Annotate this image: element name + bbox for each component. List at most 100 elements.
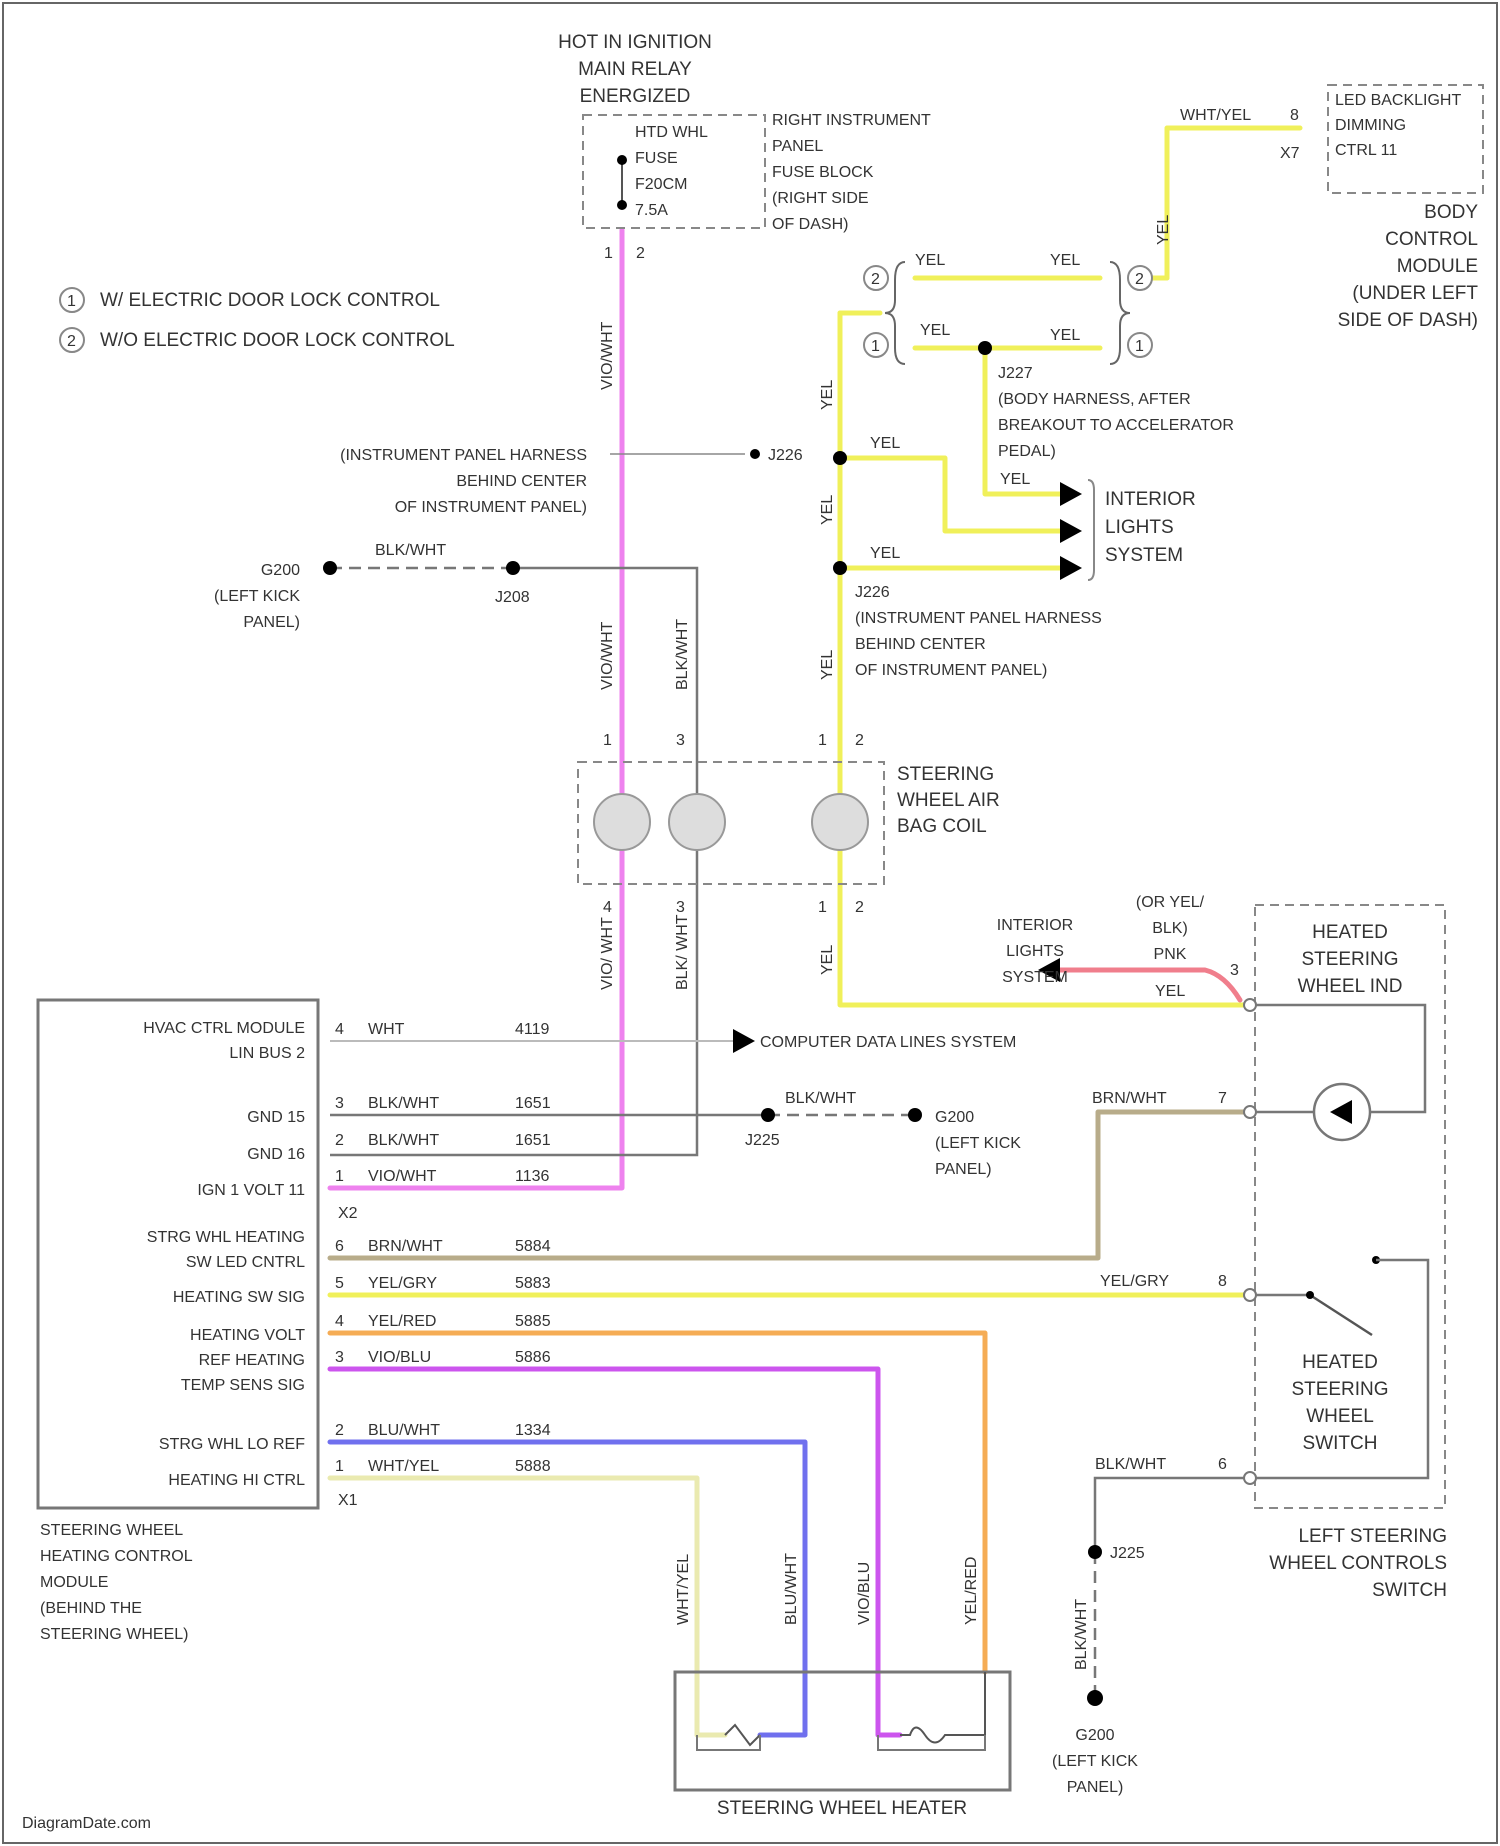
g200-top-3: PANEL) (243, 614, 300, 631)
opt-num-2a: 2 (871, 271, 880, 288)
wire-pnk (1060, 970, 1240, 1000)
module-pin-wire: VIO/BLU (368, 1349, 431, 1366)
coil-label-3: BAG COIL (897, 816, 987, 837)
module-pin-circuit: 1334 (515, 1422, 551, 1439)
bcm-conn: X7 (1280, 145, 1300, 162)
wire-yel-red (330, 1333, 985, 1672)
vlabel-yel-4: YEL (819, 945, 836, 975)
switch-pin7: 7 (1218, 1090, 1227, 1107)
vlabel-yel-1: YEL (819, 380, 836, 410)
j225-mid-label: J225 (745, 1132, 780, 1149)
g200-bot-2: (LEFT KICK (1052, 1753, 1138, 1770)
splice-j227 (978, 341, 992, 355)
vlabel-vio-wht-bot: VIO/ WHT (599, 917, 616, 990)
j226-label-3: BEHIND CENTER (855, 636, 986, 653)
fuse-label-2: FUSE (635, 150, 678, 167)
legend-text-2: W/O ELECTRIC DOOR LOCK CONTROL (100, 330, 455, 351)
g200-mid-wire: BLK/WHT (785, 1090, 856, 1107)
module-pin-num: 1 (335, 1458, 344, 1475)
switch-pivot (1306, 1291, 1314, 1299)
fuse-block-label-5: OF DASH) (772, 216, 848, 233)
interior-lights-1: INTERIOR (1105, 489, 1196, 510)
ip-harness-ref-dot (750, 449, 760, 459)
module-pin-wire: BRN/WHT (368, 1238, 443, 1255)
fuse-block-label-1: RIGHT INSTRUMENT (772, 112, 931, 129)
vlabel-blk-wht-gnd: BLK/WHT (1073, 1599, 1090, 1670)
wire-wht-yel (330, 1478, 725, 1735)
fuse-block-label-3: FUSE BLOCK (772, 164, 874, 181)
bcm-box-2: DIMMING (1335, 117, 1406, 134)
mod-name-3: IGN 1 VOLT 11 (197, 1182, 305, 1199)
ip-harness-2: BEHIND CENTER (456, 473, 587, 490)
fuse-pin-1: 1 (604, 245, 613, 262)
ip-harness-1: (INSTRUMENT PANEL HARNESS (340, 447, 587, 464)
module-pin-circuit: 5884 (515, 1238, 551, 1255)
fuse-pin-2: 2 (636, 245, 645, 262)
arrow-interior-3 (1060, 556, 1082, 580)
bcm-label-5: SIDE OF DASH) (1338, 310, 1478, 331)
module-pin-wire: YEL/GRY (368, 1275, 437, 1292)
vlabel-wht-yel: WHT/YEL (675, 1554, 692, 1625)
j227-label-1: J227 (998, 365, 1033, 382)
module-x2: X2 (338, 1205, 358, 1222)
interior-lights-3: SYSTEM (1105, 545, 1183, 566)
legend-num-1: 1 (67, 293, 76, 310)
coil-contact-1 (594, 794, 650, 850)
mod-name-7: TEMP SENS SIG (181, 1377, 305, 1394)
ground-g200-top (323, 561, 337, 575)
module-pin-circuit: 4119 (515, 1021, 550, 1038)
interior-lights-2: LIGHTS (1105, 517, 1174, 538)
yel-label-b: YEL (870, 545, 900, 562)
module-label-4: (BEHIND THE (40, 1600, 142, 1617)
coil-top-pin-1: 1 (603, 732, 612, 749)
coil-bot-pin-2: 3 (676, 899, 685, 916)
legend-text-1: W/ ELECTRIC DOOR LOCK CONTROL (100, 290, 440, 311)
mod-name-0a: HVAC CTRL MODULE (143, 1020, 305, 1037)
bcm-box-1: LED BACKLIGHT (1335, 92, 1461, 109)
arrow-computer-data (733, 1029, 755, 1053)
bracket-right (1110, 262, 1130, 364)
yel-label-4: YEL (1050, 327, 1080, 344)
fuse-label-1: HTD WHL (635, 124, 708, 141)
ground-g200-mid (908, 1108, 922, 1122)
module-pin-circuit: 5888 (515, 1458, 551, 1475)
splice-j208 (506, 561, 520, 575)
vlabel-yel-red: YEL/RED (963, 1557, 980, 1625)
mod-name-8: STRG WHL LO REF (159, 1436, 305, 1453)
arrow-interior-2 (1060, 519, 1082, 543)
mod-name-2: GND 16 (247, 1146, 305, 1163)
mod-name-5: HEATING SW SIG (173, 1289, 305, 1306)
yel-label-3: YEL (920, 322, 950, 339)
g200-bot-1: G200 (1075, 1727, 1114, 1744)
relay-label-2: MAIN RELAY (578, 59, 692, 80)
bcm-wire-label: WHT/YEL (1180, 107, 1251, 124)
coil-top-pin-3: 1 (818, 732, 827, 749)
opt-num-2b: 2 (1135, 271, 1144, 288)
controls-label-2: WHEEL CONTROLS (1269, 1553, 1447, 1574)
module-pin-num: 3 (335, 1095, 344, 1112)
g200-top-wire: BLK/WHT (375, 542, 446, 559)
ind-label-2: STEERING (1301, 949, 1398, 970)
switch-pin3: 3 (1230, 962, 1239, 979)
module-pin-wire: WHT (368, 1021, 405, 1038)
coil-bot-pin-3: 1 (818, 899, 827, 916)
module-label-3: MODULE (40, 1574, 108, 1591)
switch-yel-gry: YEL/GRY (1100, 1273, 1169, 1290)
sw-label-1: HEATED (1302, 1352, 1378, 1373)
module-pin-circuit: 1651 (515, 1095, 551, 1112)
module-pin-circuit: 1651 (515, 1132, 551, 1149)
module-pin-circuit: 1136 (515, 1168, 550, 1185)
g200-mid-2: (LEFT KICK (935, 1135, 1021, 1152)
module-pin-num: 4 (335, 1021, 344, 1038)
splice-j226-upper (833, 451, 847, 465)
module-pin-num: 3 (335, 1349, 344, 1366)
arrow-interior-1 (1060, 482, 1082, 506)
module-label-1: STEERING WHEEL (40, 1522, 183, 1539)
switch-blade (1310, 1295, 1372, 1335)
module-pin-num: 6 (335, 1238, 344, 1255)
module-pin-num: 2 (335, 1132, 344, 1149)
bcm-label-3: MODULE (1397, 256, 1478, 277)
module-pin-wire: BLK/WHT (368, 1132, 439, 1149)
bcm-label-2: CONTROL (1385, 229, 1478, 250)
